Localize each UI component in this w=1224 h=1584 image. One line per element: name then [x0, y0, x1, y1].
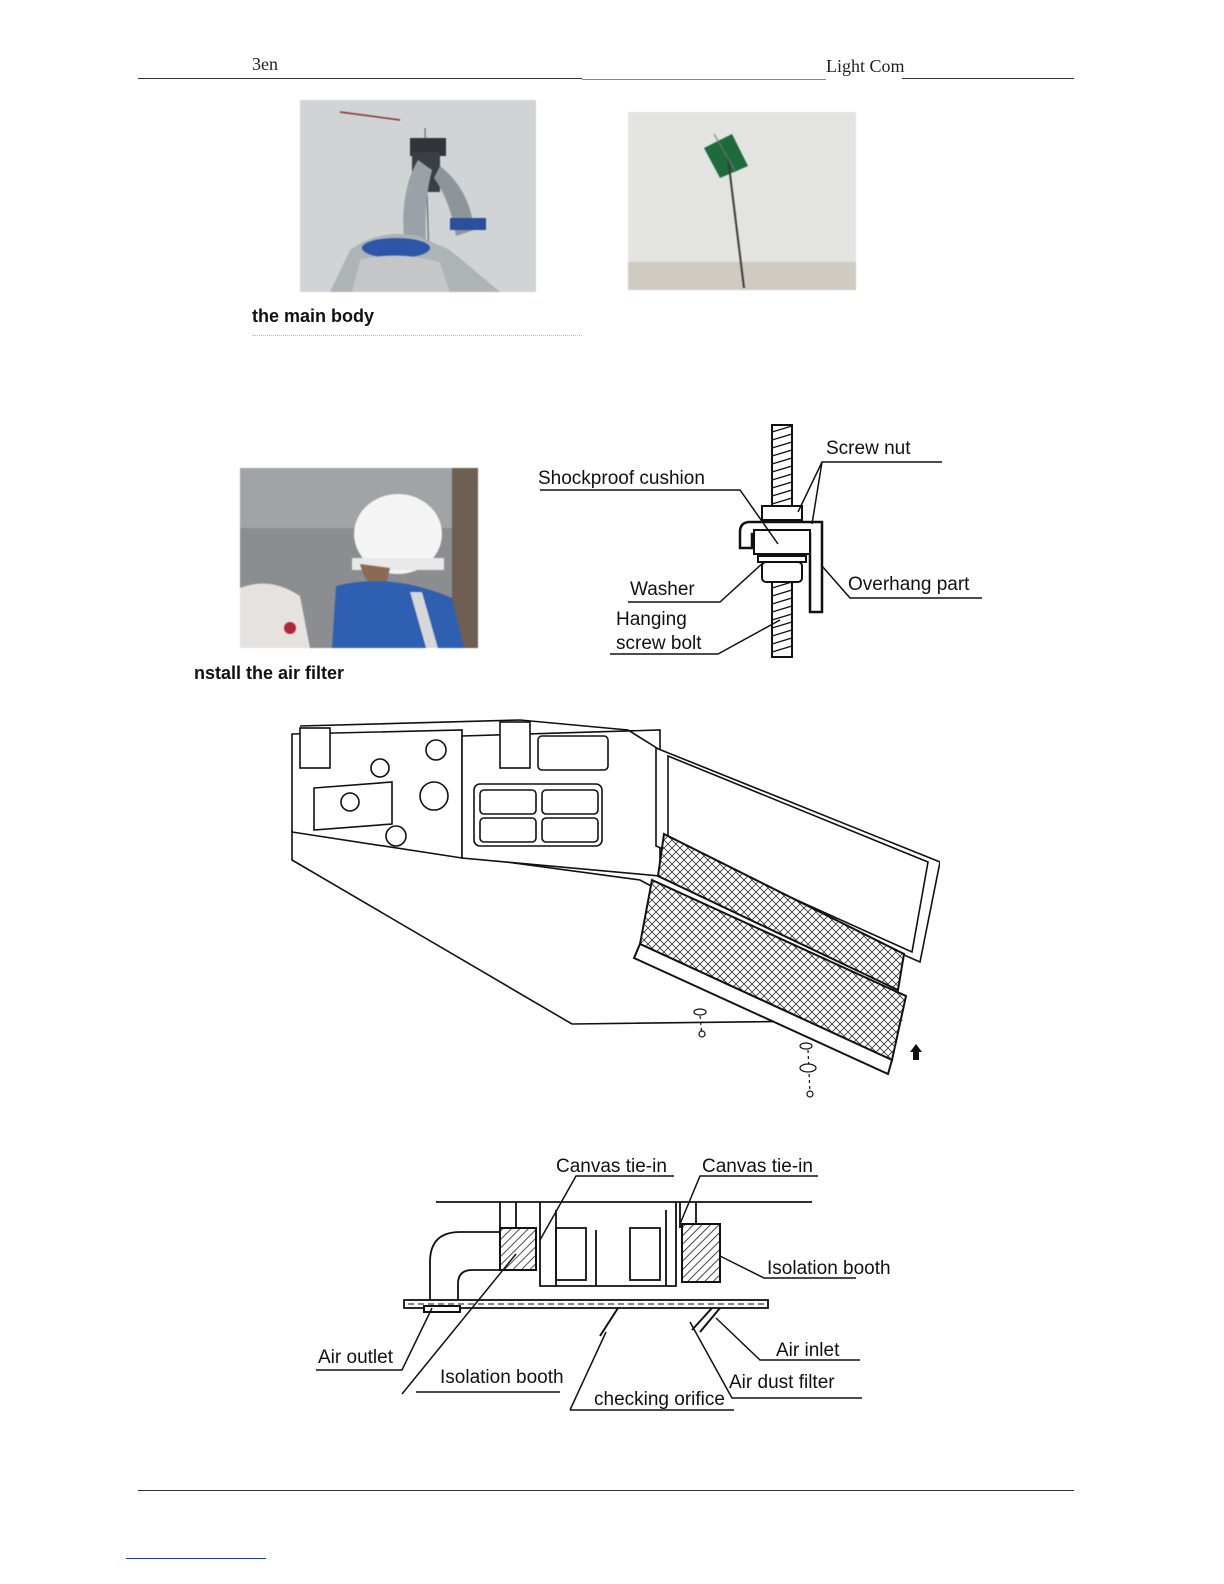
header-right-text: Light Com [826, 56, 905, 77]
label-checking-orifice: checking orifice [594, 1389, 725, 1410]
label-isolation-booth-bottom: Isolation booth [440, 1367, 564, 1388]
label-canvas-tie-in-right: Canvas tie-in [702, 1156, 813, 1177]
label-air-inlet: Air inlet [776, 1340, 840, 1361]
label-screw-nut: Screw nut [826, 438, 911, 459]
heading-air-filter: nstall the air filter [194, 663, 344, 684]
header-left-text: 3en [252, 54, 278, 75]
label-air-outlet: Air outlet [318, 1347, 394, 1368]
hanging-hardware-diagram: Screw nut Shockproof cushion Washer Over… [520, 420, 1000, 670]
photo-drilling-ceiling [300, 100, 536, 292]
label-overhang-part: Overhang part [848, 574, 970, 595]
footer-rule [138, 1490, 1074, 1491]
label-canvas-tie-in-left: Canvas tie-in [556, 1156, 667, 1177]
duct-installation-diagram: Canvas tie-in Canvas tie-in Isolation bo… [310, 1150, 910, 1420]
footer-link-underline[interactable] [126, 1558, 266, 1559]
label-shockproof-cushion: Shockproof cushion [538, 468, 705, 489]
label-hanging-line1: Hanging [616, 609, 687, 630]
header-rule-middle [582, 79, 826, 80]
air-filter-unit-illustration [280, 715, 940, 1105]
label-washer: Washer [630, 579, 695, 600]
label-air-dust-filter: Air dust filter [729, 1372, 835, 1393]
header-rule-right [902, 78, 1074, 79]
heading-main-body: the main body [252, 306, 374, 327]
photo-hanging-bolt [628, 112, 856, 290]
photo-worker-helmet [240, 468, 478, 648]
faded-text-line [252, 335, 582, 338]
label-isolation-booth-right: Isolation booth [767, 1258, 891, 1279]
label-hanging-line2: screw bolt [616, 633, 702, 654]
header-rule-left [138, 78, 582, 79]
